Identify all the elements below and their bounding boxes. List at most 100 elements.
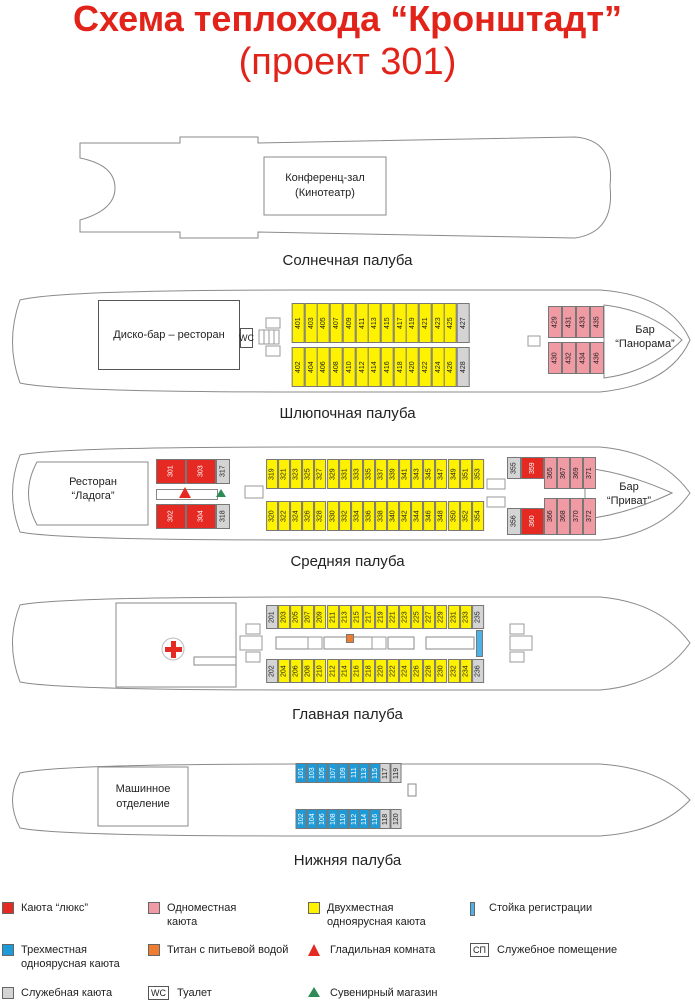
cabin-434: 434	[576, 342, 590, 374]
cabin-219: 219	[374, 605, 387, 629]
cabin-339: 339	[387, 459, 400, 489]
cabin-403: 403	[304, 303, 318, 343]
cabin-112: 112	[348, 809, 359, 829]
legend-lux: Каюта “люкс”	[2, 901, 88, 915]
cabin-303: 303	[186, 459, 216, 484]
cabin-221: 221	[387, 605, 400, 629]
cabin-234: 234	[459, 659, 472, 683]
cabin-330: 330	[326, 501, 339, 531]
cabin-216: 216	[350, 659, 363, 683]
cabin-317: 317	[216, 459, 230, 484]
cabin-213: 213	[338, 605, 351, 629]
cabin-417: 417	[393, 303, 407, 343]
legend-ironing: Гладильная комната	[308, 943, 435, 957]
cabin-334: 334	[350, 501, 363, 531]
cabin-203: 203	[278, 605, 291, 629]
cabin-368: 368	[557, 498, 570, 535]
boat-deck-label: Шлюпочная палуба	[279, 405, 416, 422]
legend-swatch	[308, 902, 320, 914]
cabin-325: 325	[302, 459, 315, 489]
cabin-336: 336	[362, 501, 375, 531]
page-title: Схема теплохода “Кронштадт”	[72, 0, 623, 39]
cabin-340: 340	[387, 501, 400, 531]
titan-water-icon	[148, 944, 160, 956]
wc-box: WC	[148, 986, 169, 1000]
cabin-429: 429	[548, 306, 562, 338]
engine-room: Машинное отделение	[115, 782, 171, 810]
cabin-356: 356	[507, 508, 521, 535]
panorama-bar: Бар “Панорама”	[615, 324, 675, 350]
cabin-354: 354	[471, 501, 484, 531]
cabin-348: 348	[435, 501, 448, 531]
legend-swatch	[2, 944, 14, 956]
cabin-367: 367	[557, 457, 570, 489]
cabin-318: 318	[216, 504, 230, 529]
cabin-222: 222	[387, 659, 400, 683]
wc-box: WC	[239, 328, 254, 348]
cabin-433: 433	[576, 306, 590, 338]
cabin-110: 110	[338, 809, 349, 829]
cabin-120: 120	[390, 809, 401, 829]
cabin-109: 109	[338, 763, 349, 783]
cabin-111: 111	[348, 763, 359, 783]
cabin-205: 205	[290, 605, 303, 629]
cabin-228: 228	[423, 659, 436, 683]
sun-deck-label: Солнечная палуба	[282, 252, 413, 269]
cabin-106: 106	[317, 809, 328, 829]
cabin-322: 322	[278, 501, 291, 531]
legend-single: Одноместная каюта	[148, 901, 236, 929]
cabin-415: 415	[380, 303, 394, 343]
cabin-324: 324	[290, 501, 303, 531]
cabin-214: 214	[338, 659, 351, 683]
titan-water-icon	[346, 634, 354, 643]
cabin-118: 118	[380, 809, 391, 829]
cabin-423: 423	[431, 303, 445, 343]
cabin-342: 342	[399, 501, 412, 531]
cabin-231: 231	[447, 605, 460, 629]
cabin-223: 223	[399, 605, 412, 629]
cabin-119: 119	[390, 763, 401, 783]
legend-label: Служебная каюта	[21, 987, 113, 999]
cabin-346: 346	[423, 501, 436, 531]
cabin-301: 301	[156, 459, 186, 484]
main-deck-label: Главная палуба	[292, 706, 403, 723]
cabin-427: 427	[457, 303, 470, 343]
legend-swatch	[2, 987, 14, 999]
disco-bar-restaurant: Диско-бар – ресторан	[98, 300, 240, 370]
cabin-101: 101	[296, 763, 307, 783]
cabin-204: 204	[278, 659, 291, 683]
cabin-215: 215	[350, 605, 363, 629]
cabin-211: 211	[326, 605, 339, 629]
cabin-345: 345	[423, 459, 436, 489]
ironing-room-icon	[308, 944, 320, 956]
cabin-332: 332	[338, 501, 351, 531]
cabin-360: 360	[521, 508, 544, 535]
cabin-329: 329	[326, 459, 339, 489]
cabin-411: 411	[355, 303, 369, 343]
cabin-227: 227	[423, 605, 436, 629]
cabin-410: 410	[342, 347, 356, 387]
cabin-338: 338	[374, 501, 387, 531]
middle-deck-label: Средняя палуба	[290, 553, 405, 570]
cabin-420: 420	[406, 347, 419, 387]
reception-desk-icon	[476, 630, 483, 657]
cabin-349: 349	[447, 459, 460, 489]
cabin-319: 319	[266, 459, 279, 489]
legend-wc: WC Туалет	[148, 986, 212, 1000]
cabin-347: 347	[435, 459, 448, 489]
cabin-402: 402	[292, 347, 305, 387]
cabin-116: 116	[369, 809, 380, 829]
legend-label: Туалет	[177, 987, 212, 999]
legend-label: Гладильная комната	[330, 944, 436, 956]
cabin-103: 103	[306, 763, 317, 783]
legend-label: Служебное помещение	[496, 944, 618, 956]
cabin-404: 404	[304, 347, 318, 387]
legend-label: Титан с питьевой водой	[167, 944, 289, 956]
privat-bar: Бар “Приват”	[606, 481, 652, 507]
cabin-326: 326	[302, 501, 315, 531]
cabin-369: 369	[570, 457, 583, 489]
cabin-418: 418	[393, 347, 407, 387]
lower-deck-label: Нижняя палуба	[293, 852, 402, 869]
cabin-207: 207	[302, 605, 315, 629]
